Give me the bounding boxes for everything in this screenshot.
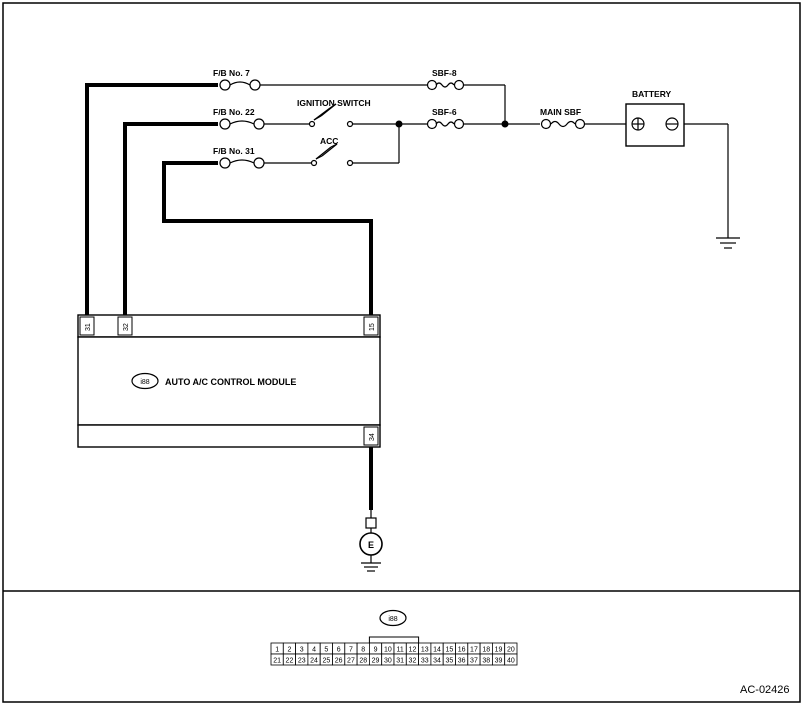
connector-pin-number: 30	[384, 657, 392, 664]
fuse-fb7	[219, 79, 261, 91]
reference-code: AC-02426	[740, 684, 790, 696]
connector-code-badge	[379, 609, 407, 627]
battery	[625, 103, 685, 147]
connector-pin-number: 13	[421, 646, 429, 653]
label-sbf6: SBF-6	[432, 107, 457, 117]
connector-pin-number: 15	[445, 646, 453, 653]
harness-wires	[85, 83, 373, 510]
connector-pin-number: 12	[409, 646, 417, 653]
fuse-fb22	[219, 118, 265, 130]
connector-pin-number: 34	[433, 657, 441, 664]
junction-dot	[501, 120, 509, 128]
connector-pin-number: 29	[372, 657, 380, 664]
fuse-fb31	[219, 157, 265, 169]
connector-pin-number: 21	[273, 657, 281, 664]
body-ground-terminal	[359, 517, 383, 556]
connector-code: i88	[388, 616, 397, 623]
connector-pin-number: 35	[445, 657, 453, 664]
ground-icon	[361, 562, 381, 572]
connector-pin-number: 25	[322, 657, 330, 664]
connector-pin-number: 1	[275, 646, 279, 653]
connector-pin-number: 36	[458, 657, 466, 664]
connector-pin-number: 27	[347, 657, 355, 664]
chassis-ground-icon	[716, 237, 740, 249]
connector-pin-number: 20	[507, 646, 515, 653]
connector-pin-number: 11	[397, 646, 404, 653]
connector-pin-number: 3	[300, 646, 304, 653]
connector-pin-number: 31	[396, 657, 404, 664]
connector-pin-number: 19	[495, 646, 503, 653]
control-module	[77, 314, 381, 448]
power-wiring	[255, 84, 729, 563]
connector-key-tab	[368, 636, 420, 644]
module-pin-32: 32	[123, 323, 130, 331]
fuse-main-sbf	[540, 118, 586, 130]
connector-pin-number: 32	[409, 657, 417, 664]
label-ignition-switch: IGNITION SWITCH	[297, 98, 371, 108]
ground-e-label: E	[368, 540, 374, 550]
module-name: AUTO A/C CONTROL MODULE	[165, 377, 296, 387]
connector-pin-number: 2	[287, 646, 291, 653]
connector-pin-number: 39	[495, 657, 503, 664]
connector-pin-number: 4	[312, 646, 316, 653]
acc-switch	[310, 143, 354, 167]
connector-pin-number: 23	[298, 657, 306, 664]
connector-pin-number: 40	[507, 657, 515, 664]
label-fb7: F/B No. 7	[213, 68, 250, 78]
connector-cell	[504, 653, 518, 666]
module-code-badge	[131, 372, 159, 390]
junction-dot	[395, 120, 403, 128]
connector-pin-number: 10	[384, 646, 392, 653]
label-sbf8: SBF-8	[432, 68, 457, 78]
label-fb22: F/B No. 22	[213, 107, 255, 117]
connector-pin-number: 6	[337, 646, 341, 653]
module-pin-15: 15	[369, 323, 376, 331]
connector-pin-number: 37	[470, 657, 478, 664]
connector-pin-number: 7	[349, 646, 353, 653]
connector-pin-number: 24	[310, 657, 318, 664]
module-pin-34: 34	[369, 433, 376, 441]
fuse-sbf6	[426, 118, 465, 130]
connector-pin-number: 16	[458, 646, 466, 653]
label-main-sbf: MAIN SBF	[540, 107, 581, 117]
module-pin-31: 31	[85, 323, 92, 331]
label-battery: BATTERY	[632, 89, 672, 99]
connector-pin-number: 5	[324, 646, 328, 653]
connector-pin-number: 38	[482, 657, 490, 664]
connector-pin-number: 9	[374, 646, 378, 653]
connector-pin-number: 8	[361, 646, 365, 653]
module-code: i88	[140, 379, 149, 386]
connector-pin-number: 26	[335, 657, 343, 664]
fuse-sbf8	[426, 79, 465, 91]
label-acc: ACC	[320, 136, 338, 146]
connector-pin-number: 18	[482, 646, 490, 653]
connector-pin-number: 22	[286, 657, 294, 664]
connector-pin-number: 17	[470, 646, 478, 653]
connector-pin-number: 14	[433, 646, 441, 653]
label-fb31: F/B No. 31	[213, 146, 255, 156]
ignition-switch	[308, 103, 354, 128]
connector-pin-number: 28	[359, 657, 367, 664]
connector-pin-number: 33	[421, 657, 429, 664]
